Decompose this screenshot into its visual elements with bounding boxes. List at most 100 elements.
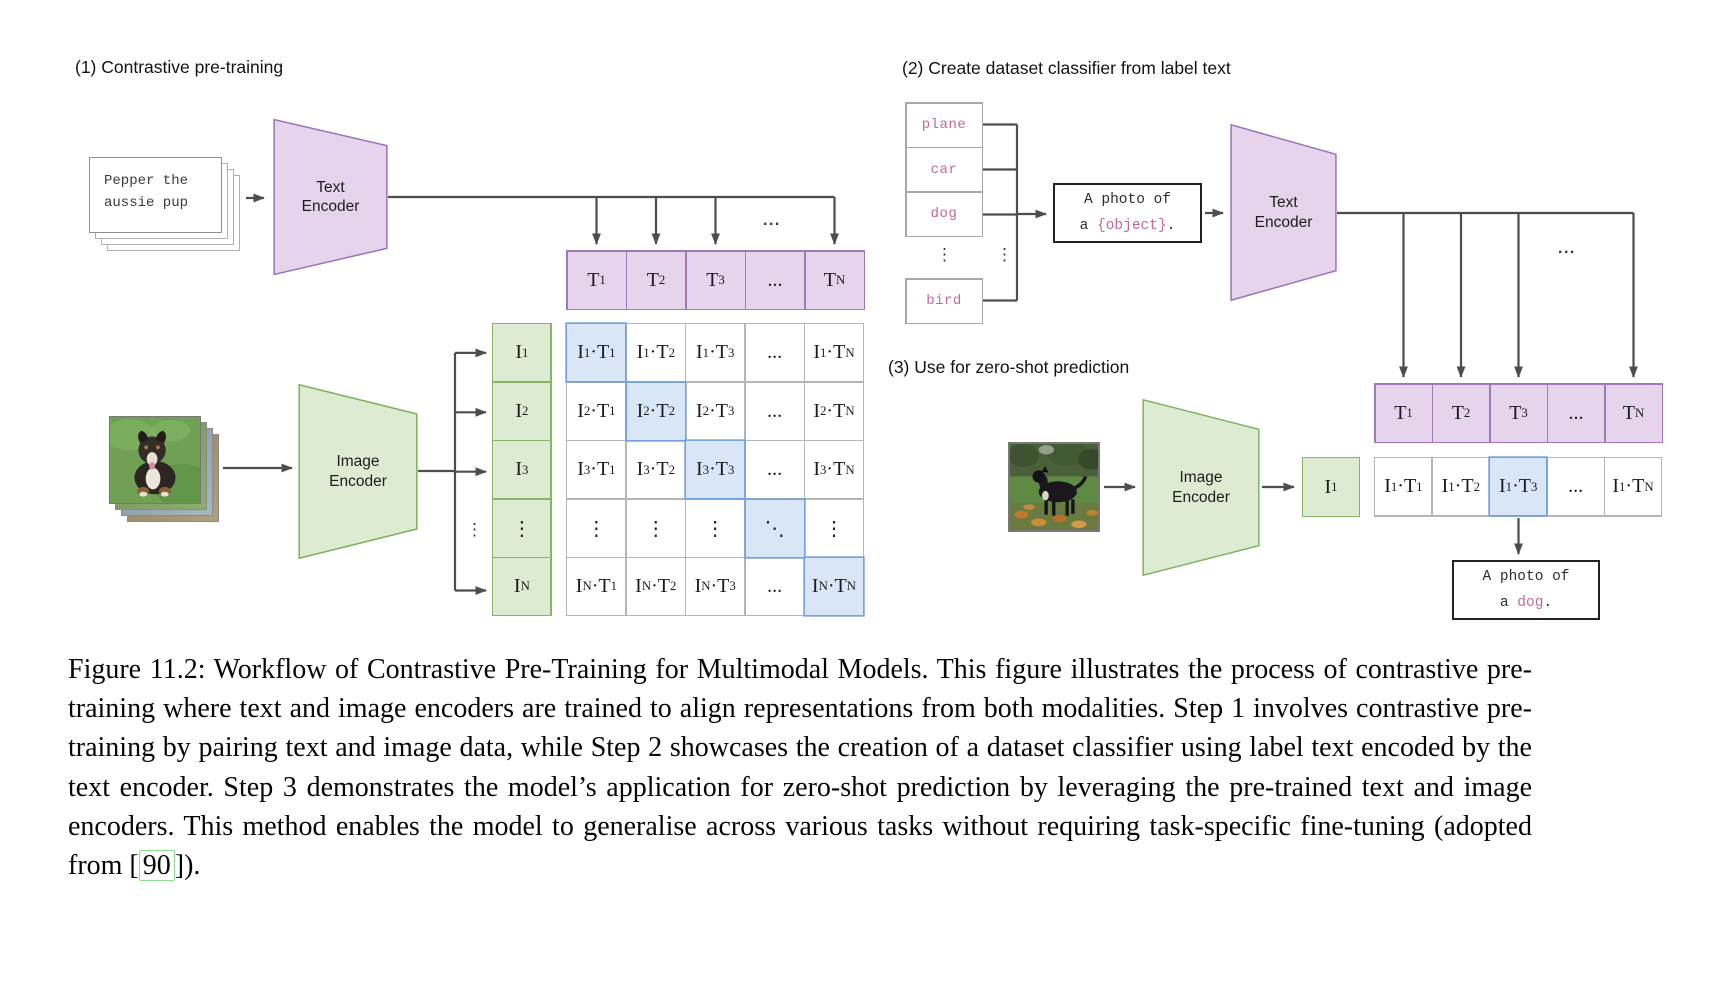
panel2-title: (2) Create dataset classifier from label… [902,58,1231,78]
class-label-vdots: ⋮ [936,245,953,264]
prompt-line1: A photo of [1083,191,1171,208]
p2-label-bus [980,123,1047,302]
prediction-line2: a dog. [1500,590,1552,616]
embedding-cell: ... [1548,384,1604,442]
class-label-car: car [906,148,982,191]
text-encoder-2: Text Encoder [1230,123,1337,302]
image-encoder-label: Image Encoder [1172,469,1230,506]
prompt-line2: a {object}. [1080,213,1176,239]
embedding-cell: ... [746,251,804,309]
text-input-stack: Pepper the aussie pup [89,157,241,252]
similarity-cell: ⋮ [686,499,745,557]
text-encoder-label: Text Encoder [301,178,360,215]
similarity-cell: ... [745,557,804,615]
prediction-suffix: . [1543,595,1553,611]
text-encoder-label: Text Encoder [1254,194,1313,231]
prompt-suffix: . [1166,218,1176,234]
fanout-ellipsis-1: ... [763,212,781,229]
class-label-dog: dog [906,192,982,236]
trapezoid-shape [273,118,388,276]
text-encoder-1: Text Encoder [273,118,388,276]
figure-caption: Figure 11.2: Workflow of Contrastive Pre… [68,650,1532,885]
prediction-prefix: a [1499,595,1518,611]
similarity-cell: ⋮ [626,499,685,557]
class-label-plane: plane [906,103,982,147]
similarity-cell: ... [745,324,804,382]
prediction-box: A photo of a dog. [1452,560,1600,620]
caption-text: Figure 11.2: Workflow of Contrastive Pre… [68,654,1532,881]
image-encoder-label: Image Encoder [329,453,387,490]
similarity-cell: ⋱ [745,499,804,557]
prediction-object: dog [1517,595,1544,611]
panel1-title: (1) Contrastive pre-training [75,57,284,77]
query-dog-photo [1008,442,1100,532]
image-encoder-3: Image Encoder [1142,398,1260,577]
prompt-object-placeholder: {object} [1097,218,1167,234]
trapezoid-shape [1230,123,1337,302]
image-encoder-1: Image Encoder [298,383,418,560]
fanout-ellipsis-2: ... [1558,240,1576,257]
similarity-cell: ... [745,441,804,499]
p2-text-encoder-fanout [1337,211,1638,378]
puppy-photo [109,416,201,504]
prompt-template-box: A photo of a {object}. [1053,183,1202,243]
embedding-cell: ⋮ [493,499,551,557]
trapezoid-shape [1142,398,1260,577]
class-label-column: plane car dog [905,102,983,237]
text-input-card: Pepper the aussie pup [89,157,222,233]
p1-image-encoder-fanout [418,348,487,595]
class-label-bird: bird [906,279,982,323]
text-input-value: Pepper the aussie pup [104,170,188,215]
similarity-cell: ... [745,382,804,440]
text-input-line1: Pepper the [104,173,189,189]
bus-vdots: ⋮ [466,520,483,539]
panel3-title: (3) Use for zero-shot prediction [888,357,1130,377]
citation-link[interactable]: 90 [138,849,175,882]
similarity-cell: ⋮ [804,499,863,557]
prediction-line1: A photo of [1482,568,1570,585]
class-bus-vdots: ⋮ [996,245,1013,264]
embedding-cell: ... [1547,458,1604,516]
trapezoid-shape [298,383,418,560]
p1-text-encoder-fanout [388,195,839,245]
prompt-prefix: a [1079,218,1098,234]
